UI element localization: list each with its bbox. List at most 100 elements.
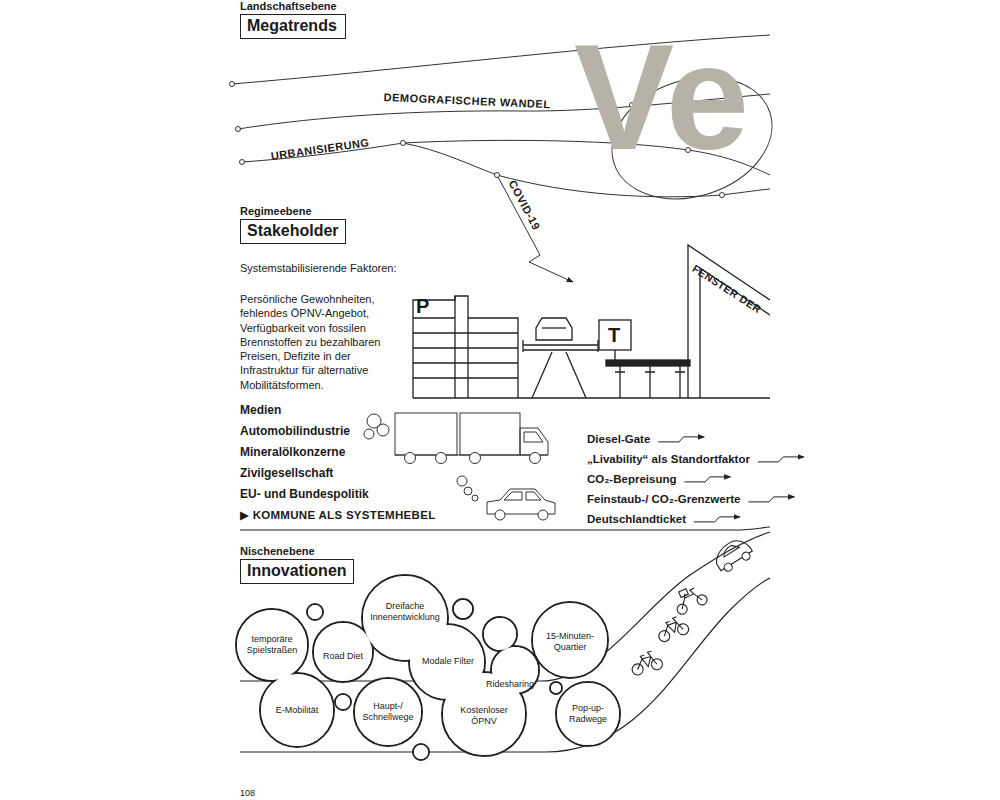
car-part bbox=[495, 510, 505, 520]
truck-part bbox=[460, 413, 520, 455]
innovation-bubbles-fill-part bbox=[484, 618, 516, 650]
innovation-bubble: Ridesharing bbox=[482, 679, 538, 690]
car-part bbox=[538, 510, 548, 520]
road-vehicles-part bbox=[670, 582, 708, 615]
stakeholder: EU- und Bundespolitik bbox=[240, 487, 369, 501]
bridge-with-car-part bbox=[536, 318, 572, 340]
truck-part bbox=[470, 453, 481, 464]
curve-node-dots-part bbox=[720, 193, 725, 198]
innovation-bubble: Pop-up- Radwege bbox=[562, 703, 614, 725]
pressure-factor: Diesel-Gate bbox=[587, 433, 650, 447]
innovation-bubbles-fill-part bbox=[308, 605, 322, 619]
innovation-bubbles-fill bbox=[237, 576, 619, 759]
bridge-with-car bbox=[523, 318, 598, 398]
car-part bbox=[472, 495, 478, 501]
innovation-bubble: Modale Filter bbox=[417, 656, 479, 667]
stakeholder: Zivilgesellschaft bbox=[240, 466, 333, 480]
pressure-factor: „Livability“ als Standortfaktor bbox=[587, 453, 750, 467]
road-vehicles-part bbox=[654, 614, 690, 643]
innovation-label: 15-Minuten- Quartier bbox=[539, 631, 601, 653]
bridge-with-car-part bbox=[523, 340, 598, 352]
key-lever: ▶ KOMMUNE ALS SYSTEMHEBEL bbox=[240, 509, 435, 523]
zigzag-arrows bbox=[658, 437, 804, 522]
car-part bbox=[457, 476, 467, 486]
road-vehicles bbox=[629, 535, 755, 676]
innovation-label: Road Diet bbox=[319, 651, 367, 662]
road-vehicles-part-part bbox=[631, 663, 644, 676]
level-title: Stakeholder bbox=[240, 219, 346, 244]
zigzag-arrow bbox=[694, 517, 740, 522]
zigzag-arrow bbox=[758, 457, 804, 462]
road-vehicles-part-part bbox=[660, 616, 684, 636]
innovation-bubbles-fill-part bbox=[261, 674, 333, 746]
truck-part bbox=[405, 453, 416, 464]
innovation-bubble: Road Diet bbox=[319, 651, 367, 662]
road-vehicles-part-part bbox=[676, 587, 702, 609]
innovation-bubbles-outline-part bbox=[335, 694, 351, 710]
road-vehicles-part bbox=[629, 649, 664, 676]
innovation-bubble: 15-Minuten- Quartier bbox=[539, 631, 601, 653]
innovation-bubbles-outline-part bbox=[354, 678, 422, 746]
parking-sign: P bbox=[416, 296, 429, 316]
stakeholder: Medien bbox=[240, 403, 281, 417]
gas-station-part bbox=[620, 366, 680, 398]
innovation-bubbles-outline-part bbox=[236, 609, 308, 681]
innovation-label: Dreifache Innenentwicklung bbox=[366, 601, 444, 623]
innovation-label: E-Mobilität bbox=[267, 705, 327, 716]
innovation-bubbles-outline-part bbox=[260, 673, 334, 747]
innovation-bubbles-fill-part bbox=[237, 610, 307, 680]
innovation-bubbles-fill-part bbox=[314, 623, 372, 681]
bridge-with-car-part bbox=[532, 352, 586, 398]
innovation-label: temporäre Spielstraßen bbox=[241, 634, 303, 656]
trend-label: URBANISIERUNG bbox=[270, 136, 370, 163]
building-part bbox=[688, 245, 770, 398]
page-number: 108 bbox=[240, 788, 255, 799]
parking-garage bbox=[413, 296, 518, 398]
trend-curves-part bbox=[497, 175, 573, 282]
road-vehicles-part-part bbox=[741, 551, 752, 562]
innovation-bubble: temporäre Spielstraßen bbox=[241, 634, 303, 656]
level-title: Megatrends bbox=[240, 14, 346, 39]
innovation-bubbles-outline bbox=[236, 575, 620, 760]
innovation-bubbles-fill-part bbox=[336, 695, 350, 709]
innovation-bubbles-outline-part bbox=[453, 599, 473, 619]
innovation-bubbles-outline-part bbox=[413, 744, 429, 760]
innovation-bubbles-fill-part bbox=[414, 745, 428, 759]
gas-station bbox=[599, 320, 690, 398]
stakeholder: Automobilindustrie bbox=[240, 424, 350, 438]
car-part bbox=[504, 492, 541, 500]
watermark: Ve bbox=[574, 22, 749, 172]
level-heading-box: LandschaftsebeneMegatrends bbox=[240, 0, 346, 39]
parking-garage-part bbox=[413, 318, 518, 378]
innovation-label: Modale Filter bbox=[417, 656, 479, 667]
building bbox=[688, 245, 770, 398]
bridge-with-car-part bbox=[542, 327, 566, 328]
curve-node-dots-part bbox=[401, 141, 406, 146]
innovation-bubbles-outline-part bbox=[483, 617, 517, 651]
level-name: Regimeebene bbox=[240, 205, 346, 218]
innovation-bubbles-fill-part bbox=[454, 600, 472, 618]
level-name: Nischenebene bbox=[240, 545, 354, 558]
road-vehicles-part-part bbox=[650, 658, 663, 671]
innovation-bubble: E-Mobilität bbox=[267, 705, 327, 716]
curve-node-dots-part bbox=[240, 160, 245, 165]
level-heading-box: NischenebeneInnovationen bbox=[240, 545, 354, 584]
road-vehicles-part-part bbox=[634, 651, 657, 670]
level-heading-box: RegimeebeneStakeholder bbox=[240, 205, 346, 244]
ground-line bbox=[413, 397, 770, 398]
curve-node-dots-part bbox=[236, 127, 241, 132]
innovation-bubbles-fill-part bbox=[551, 683, 561, 693]
truck-part bbox=[524, 432, 543, 442]
innovation-label: Haupt-/ Schnellwege bbox=[359, 701, 417, 723]
level-title: Innovationen bbox=[240, 559, 354, 584]
road-vehicles-part-part bbox=[695, 593, 708, 606]
gas-station-part bbox=[606, 360, 690, 366]
road-vehicles-part-part bbox=[721, 542, 739, 557]
truck-part bbox=[377, 424, 389, 436]
gas-station-part bbox=[615, 371, 685, 372]
trend-label: DEMOGRAFISCHER WANDEL bbox=[383, 91, 550, 111]
parking-garage-part bbox=[455, 296, 468, 398]
road-vehicles-part-part bbox=[723, 562, 734, 573]
note-body: Persönliche Gewohnheiten, fehlendes ÖPNV… bbox=[240, 292, 408, 392]
